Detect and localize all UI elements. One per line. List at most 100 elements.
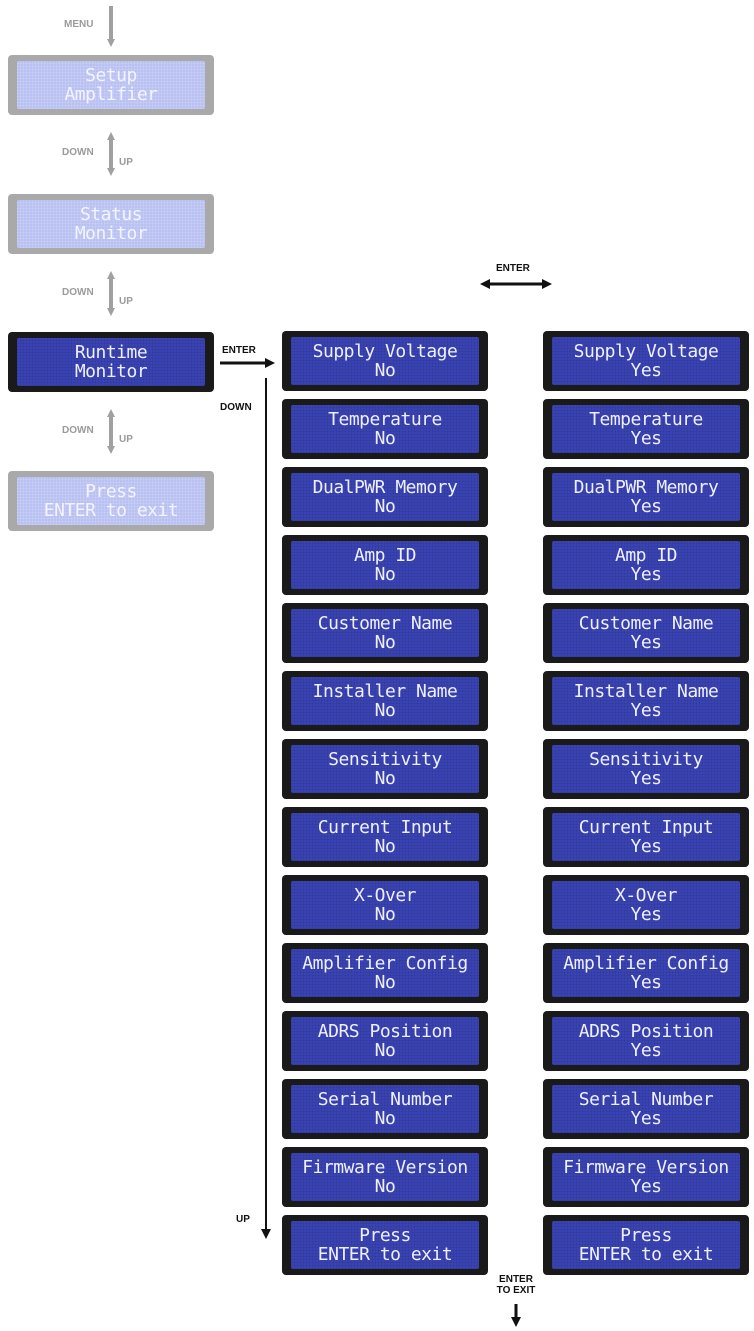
lcd-screen: Status Monitor [17, 200, 205, 248]
lcd-line-1: Amp ID [353, 545, 417, 566]
lcd-line-2: No [374, 768, 396, 789]
lcd-line-1: Current Input [317, 817, 453, 838]
lcd-line-1: Press [620, 1225, 672, 1246]
lcd-press-enter-exit[interactable]: Press ENTER to exit [8, 471, 214, 531]
lcd-line-1: Sensitivity [589, 749, 703, 770]
lcd-setup-amplifier[interactable]: Setup Amplifier [8, 55, 214, 115]
lcd-line-2: No [374, 972, 396, 993]
lcd-line-2: No [374, 1176, 396, 1197]
lcd-line-2: Yes [630, 564, 662, 585]
lcd-line-1: Firmware Version [563, 1157, 729, 1178]
lcd-line-1: X-Over [353, 885, 417, 906]
lcd-line-2: Yes [630, 496, 662, 517]
lcd-line-1: Amplifier Config [302, 953, 468, 974]
lcd-runtime-monitor[interactable]: Runtime Monitor [8, 332, 214, 392]
lcd-line-1: Supply Voltage [312, 341, 458, 362]
lcd-line-2: Yes [630, 904, 662, 925]
lcd-line-2: Yes [630, 1108, 662, 1129]
up-loop-label: UP [236, 1214, 250, 1225]
lcd-line-2: No [374, 496, 396, 517]
up-label: UP [119, 296, 133, 307]
lcd-line-2: No [374, 836, 396, 857]
lcd-line-1: Press [359, 1225, 411, 1246]
lcd-line-1: Serial Number [317, 1089, 453, 1110]
lcd-line-1: Temperature [589, 409, 703, 430]
down-label: DOWN [62, 147, 94, 158]
lcd-line-1: Supply Voltage [573, 341, 719, 362]
lcd-line-1: Sensitivity [328, 749, 442, 770]
lcd-line-1: ADRS Position [578, 1021, 714, 1042]
lcd-line-2: No [374, 360, 396, 381]
lcd-line-2: No [374, 700, 396, 721]
lcd-line-2: Yes [630, 428, 662, 449]
lcd-line-1: ADRS Position [317, 1021, 453, 1042]
lcd-status-monitor[interactable]: Status Monitor [8, 194, 214, 254]
lcd-screen: Press ENTER to exit [17, 477, 205, 525]
lcd-line-1: X-Over [614, 885, 678, 906]
lcd-line-2: Yes [630, 972, 662, 993]
lcd-line-1: Serial Number [578, 1089, 714, 1110]
lcd-line-1: Installer Name [312, 681, 458, 702]
lcd-line-1: Customer Name [317, 613, 453, 634]
lcd-line-1: DualPWR Memory [312, 477, 458, 498]
lcd-line-2: Yes [630, 1176, 662, 1197]
down-label: DOWN [62, 425, 94, 436]
down-label: DOWN [62, 287, 94, 298]
lcd-line-2: No [374, 904, 396, 925]
lcd-screen: Setup Amplifier [17, 61, 205, 109]
lcd-line-1: Firmware Version [302, 1157, 468, 1178]
lcd-line-2: ENTER to exit [578, 1244, 714, 1265]
lcd-line-1: Current Input [578, 817, 714, 838]
menu-label: MENU [64, 19, 94, 30]
lcd-line-1: Installer Name [573, 681, 719, 702]
